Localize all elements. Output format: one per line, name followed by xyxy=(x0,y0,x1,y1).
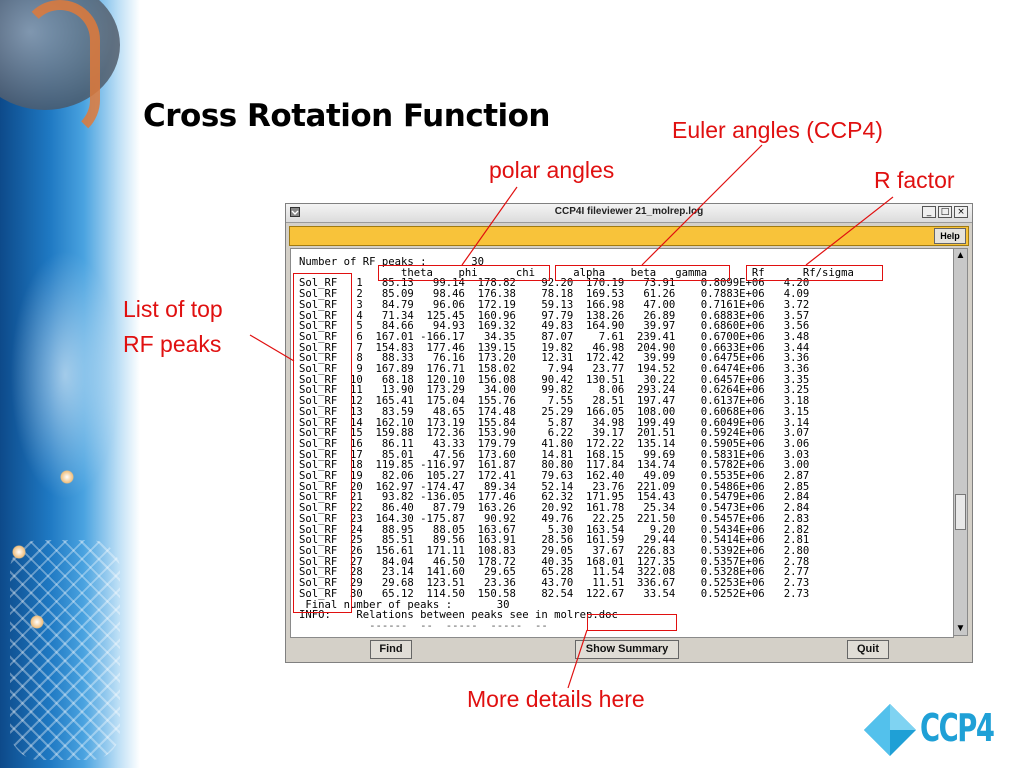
log-peak-row: Sol_RF 19 82.06 105.27 172.41 79.63 162.… xyxy=(299,470,810,483)
log-peak-row: Sol_RF 7 154.83 177.46 139.15 19.82 46.9… xyxy=(299,341,810,354)
log-peak-row: Sol_RF 18 119.85 -116.97 161.87 80.80 11… xyxy=(299,459,810,472)
highlight-peak-list xyxy=(293,273,352,613)
highlight-euler-angles xyxy=(555,265,730,281)
log-peak-row: Sol_RF 3 84.79 96.06 172.19 59.13 166.98… xyxy=(299,298,810,311)
maximize-icon: □ xyxy=(940,207,950,217)
ccp4-logo-text: CCP4 xyxy=(920,706,995,750)
log-final-count: Final number of peaks : 30 xyxy=(299,598,510,611)
log-peak-row: Sol_RF 26 156.61 171.11 108.83 29.05 37.… xyxy=(299,544,810,557)
log-peak-row: Sol_RF 5 84.66 94.93 169.32 49.83 164.90… xyxy=(299,320,810,333)
log-peak-row: Sol_RF 17 85.01 47.56 173.60 14.81 168.1… xyxy=(299,448,810,461)
log-peak-row: Sol_RF 13 83.59 48.65 174.48 25.29 166.0… xyxy=(299,405,810,418)
minimize-icon: _ xyxy=(926,207,932,217)
log-text-area[interactable]: Number of RF peaks : 30 theta phi chi al… xyxy=(290,248,954,638)
window-title: CCP4I fileviewer 21_molrep.log xyxy=(554,206,704,217)
minimize-button[interactable]: _ xyxy=(922,206,936,218)
highlight-molrep-doc xyxy=(587,614,677,631)
sparkle-decoration xyxy=(60,470,74,484)
log-content: Number of RF peaks : 30 theta phi chi al… xyxy=(291,249,953,632)
decorative-background xyxy=(0,0,140,768)
log-peak-rows: Sol_RF 1 85.13 99.14 178.82 92.20 170.19… xyxy=(299,277,809,599)
log-peak-row: Sol_RF 16 86.11 43.33 179.79 41.80 172.2… xyxy=(299,437,810,450)
scroll-up-button[interactable]: ▲ xyxy=(955,250,966,261)
log-peak-row: Sol_RF 9 167.89 176.71 158.02 7.94 23.77… xyxy=(299,363,810,376)
log-peak-row: Sol_RF 15 159.88 172.36 153.90 6.22 39.1… xyxy=(299,427,810,440)
show-summary-button[interactable]: Show Summary xyxy=(575,640,679,659)
log-peak-row: Sol_RF 4 71.34 125.45 160.96 97.79 138.2… xyxy=(299,309,810,322)
log-partial-line: ------ -- ----- ----- -- xyxy=(299,619,548,632)
callout-list-line2: RF peaks xyxy=(123,331,222,357)
log-peak-row: Sol_RF 20 162.97 -174.47 89.34 52.14 23.… xyxy=(299,480,810,493)
log-peak-row: Sol_RF 24 88.95 88.05 163.67 5.30 163.54… xyxy=(299,523,810,536)
window-titlebar[interactable]: CCP4I fileviewer 21_molrep.log _ □ × xyxy=(286,204,972,223)
log-peak-row: Sol_RF 8 88.33 76.16 173.20 12.31 172.42… xyxy=(299,352,810,365)
log-peak-row: Sol_RF 2 85.09 98.46 176.38 78.18 169.53… xyxy=(299,288,810,301)
ccp4-logo xyxy=(864,704,916,756)
vertical-scrollbar[interactable]: ▲ ▼ xyxy=(953,248,968,636)
callout-list-line1: List of top xyxy=(123,296,223,322)
log-peak-row: Sol_RF 25 85.51 89.56 163.91 28.56 161.5… xyxy=(299,534,810,547)
mesh-decoration xyxy=(10,540,120,760)
log-peak-row: Sol_RF 11 13.90 173.29 34.00 99.82 8.06 … xyxy=(299,384,810,397)
callout-more-details: More details here xyxy=(467,686,645,712)
log-peak-row: Sol_RF 22 86.40 87.79 163.26 20.92 161.7… xyxy=(299,502,810,515)
log-info-line: INFO: Relations between peaks see in mol… xyxy=(299,609,618,622)
log-peak-row: Sol_RF 23 164.30 -175.87 90.92 49.76 22.… xyxy=(299,512,810,525)
window-menu-icon[interactable] xyxy=(290,207,300,217)
log-peak-row: Sol_RF 30 65.12 114.50 150.58 82.54 122.… xyxy=(299,587,810,600)
highlight-polar-angles xyxy=(378,265,550,281)
help-bar: Help xyxy=(289,226,969,246)
glow-decoration xyxy=(10,250,120,500)
close-icon: × xyxy=(957,207,965,217)
slide-title: Cross Rotation Function xyxy=(143,98,551,134)
help-button[interactable]: Help xyxy=(934,228,966,244)
highlight-r-factor xyxy=(746,265,883,281)
sparkle-decoration xyxy=(12,545,26,559)
log-peak-row: Sol_RF 10 68.18 120.10 156.08 90.42 130.… xyxy=(299,373,810,386)
log-peak-row: Sol_RF 27 84.04 46.50 178.72 40.35 168.0… xyxy=(299,555,810,568)
log-peak-row: Sol_RF 12 165.41 175.04 155.76 7.55 28.5… xyxy=(299,395,810,408)
log-peak-row: Sol_RF 29 29.68 123.51 23.36 43.70 11.51… xyxy=(299,577,810,590)
fileviewer-window: CCP4I fileviewer 21_molrep.log _ □ × Hel… xyxy=(285,203,973,663)
ribbon-decoration xyxy=(20,0,100,140)
log-peak-row: Sol_RF 21 93.82 -136.05 177.46 62.32 171… xyxy=(299,491,810,504)
scroll-down-button[interactable]: ▼ xyxy=(955,623,966,634)
maximize-button[interactable]: □ xyxy=(938,206,952,218)
callout-euler-angles: Euler angles (CCP4) xyxy=(672,117,883,143)
log-peak-row: Sol_RF 6 167.01 -166.17 34.35 87.07 7.61… xyxy=(299,330,810,343)
log-peak-row: Sol_RF 1 85.13 99.14 178.82 92.20 170.19… xyxy=(299,277,810,290)
scroll-thumb[interactable] xyxy=(955,494,966,530)
log-peak-row: Sol_RF 28 23.14 141.60 29.65 65.28 11.54… xyxy=(299,566,810,579)
sparkle-decoration xyxy=(30,615,44,629)
quit-button[interactable]: Quit xyxy=(847,640,889,659)
callout-r-factor: R factor xyxy=(874,167,955,193)
log-peak-row: Sol_RF 14 162.10 173.19 155.84 5.87 34.9… xyxy=(299,416,810,429)
callout-polar-angles: polar angles xyxy=(489,157,615,183)
close-button[interactable]: × xyxy=(954,206,968,218)
find-button[interactable]: Find xyxy=(370,640,412,659)
log-column-header: theta phi chi alpha beta gamma Rf Rf/sig… xyxy=(299,266,854,279)
